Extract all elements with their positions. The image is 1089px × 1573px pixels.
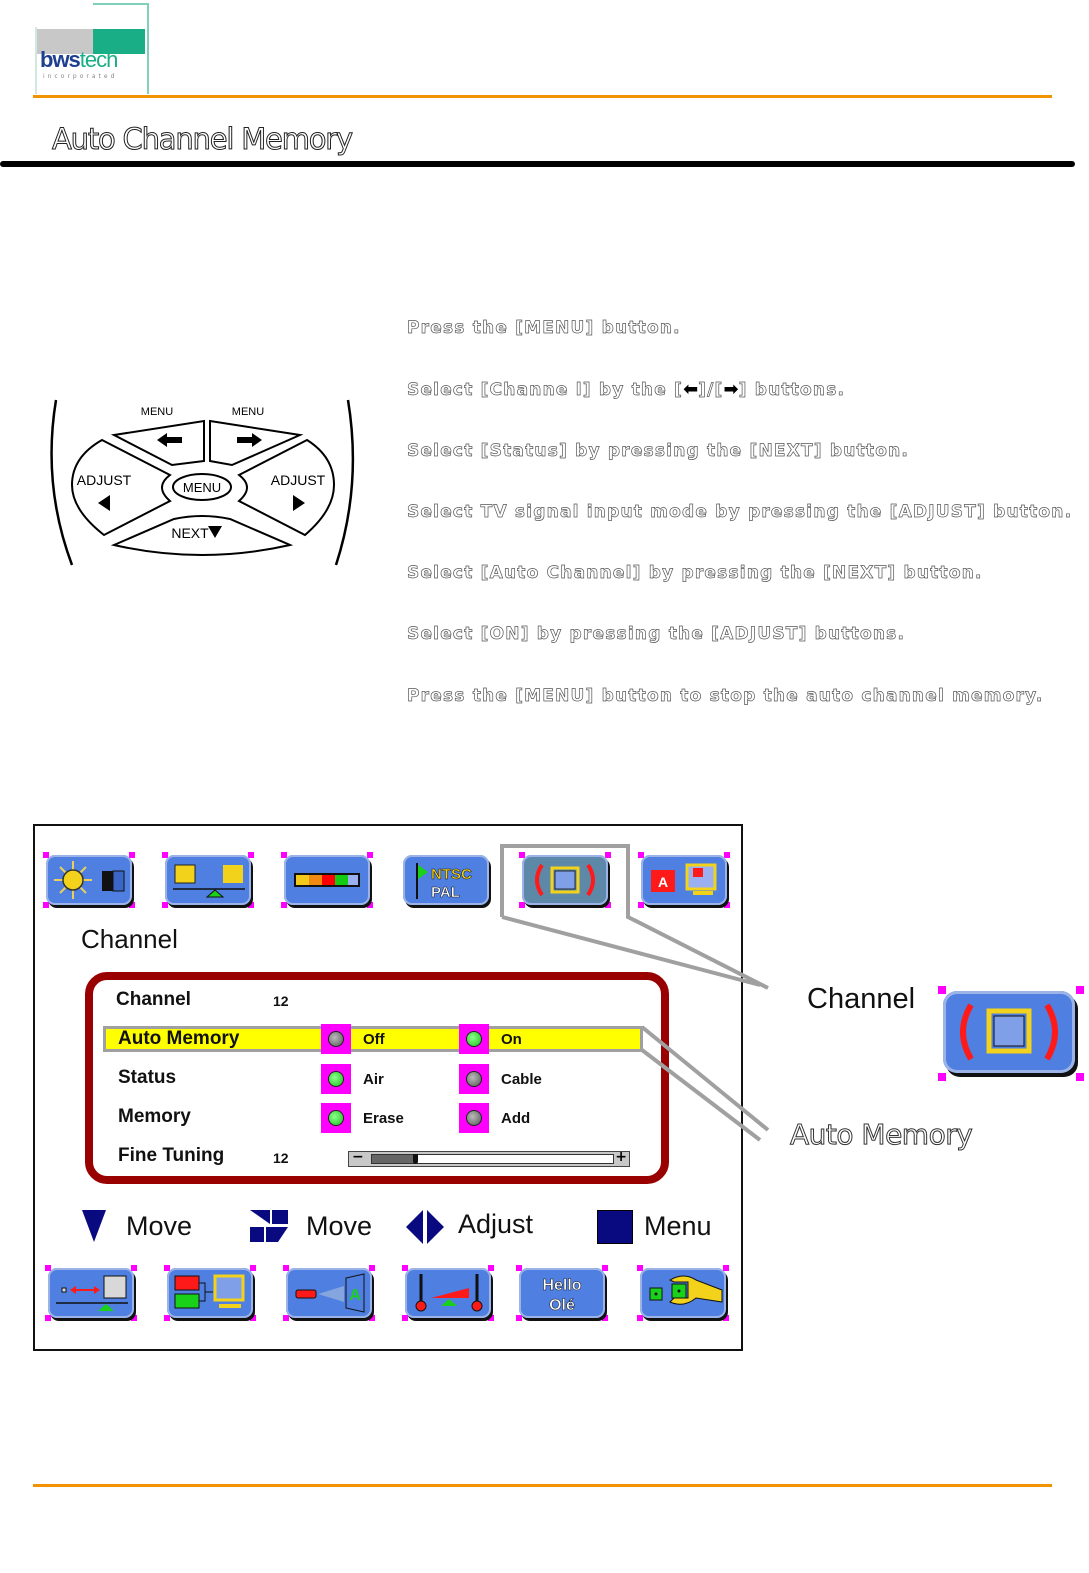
page-title: Auto Channel Memory <box>52 122 354 157</box>
option-air-label: Air <box>363 1071 384 1088</box>
step-2-text-after: ] buttons. <box>738 380 846 401</box>
step-2-text-mid: ]/[ <box>698 380 724 401</box>
picture-icon[interactable] <box>43 852 135 908</box>
diamond-adjust-icon <box>406 1210 444 1244</box>
option-off-label: Off <box>363 1031 385 1048</box>
legend-adjust-label: Adjust <box>458 1209 534 1239</box>
next-label: NEXT <box>171 525 209 541</box>
triangle-down-icon <box>82 1210 106 1242</box>
adjust-right-label: ADJUST <box>271 472 326 488</box>
logo-tagline: incorporated <box>43 73 118 80</box>
option-erase-label: Erase <box>363 1110 404 1127</box>
menu-right-button[interactable] <box>209 419 304 467</box>
step-7: Press the [MENU] button to stop the auto… <box>407 686 1044 707</box>
radio-status-cable[interactable] <box>459 1064 489 1094</box>
step-4: Select TV signal input mode by pressing … <box>407 502 1073 523</box>
channel-icon-enlarged <box>938 986 1084 1081</box>
step-1: Press the [MENU] button. <box>407 318 681 339</box>
radio-auto-memory-off[interactable] <box>321 1024 351 1054</box>
row-auto-memory-label[interactable]: Auto Memory <box>118 1028 240 1049</box>
language-icon[interactable]: Hello Olé <box>516 1265 608 1321</box>
step-2-text-before: Select [Channe l] by the [ <box>407 380 684 401</box>
highlight-bar <box>103 1026 643 1052</box>
triangle-right-icon <box>293 495 305 511</box>
svg-text:A: A <box>658 874 668 890</box>
projector-focus-icon[interactable]: A <box>283 1265 375 1321</box>
setup-wrench-icon[interactable] <box>637 1265 729 1321</box>
fine-tuning-slider[interactable]: − + <box>348 1149 630 1167</box>
menu-right-label: MENU <box>232 406 264 418</box>
company-logo: bwstech incorporated <box>35 3 149 94</box>
radio-status-air[interactable] <box>321 1064 351 1094</box>
radio-memory-add[interactable] <box>459 1103 489 1133</box>
av-input-icon[interactable] <box>164 1265 256 1321</box>
arrow-left-icon <box>157 433 182 447</box>
row-fine-tuning-label[interactable]: Fine Tuning <box>118 1145 225 1166</box>
osd-screenshot: NTSC PAL A Channel Channel 12 Auto Memor… <box>33 824 743 1351</box>
triangle-down-icon <box>208 526 222 538</box>
radio-auto-memory-on[interactable] <box>459 1024 489 1054</box>
arrow-left-icon: ⬅ <box>683 379 699 400</box>
balance-icon[interactable] <box>162 852 254 908</box>
remote-control-diagram: MENU MENU ADJUST ADJUST MENU NEXT <box>50 399 355 566</box>
arrow-right-icon <box>237 433 262 447</box>
arrow-right-icon: ➡ <box>723 379 739 400</box>
adjust-left-button[interactable]: ADJUST <box>70 438 172 537</box>
next-button[interactable]: NEXT <box>110 515 294 556</box>
adjust-right-button[interactable]: ADJUST <box>237 438 336 537</box>
callout-auto-memory-label: Auto Memory <box>789 1118 973 1152</box>
footer-divider <box>33 1484 1052 1487</box>
legend-move-label: Move <box>126 1211 193 1241</box>
ntsc-label: NTSC <box>431 866 472 883</box>
plus-icon[interactable]: + <box>615 1149 627 1165</box>
square-menu-icon <box>597 1210 633 1244</box>
radio-memory-erase[interactable] <box>321 1103 351 1133</box>
step-5: Select [Auto Channel] by pressing the [N… <box>407 563 983 584</box>
color-temp-icon[interactable] <box>402 1265 494 1321</box>
option-add-label: Add <box>501 1110 531 1127</box>
row-fine-tuning-value: 12 <box>273 1150 289 1166</box>
osd-section-title: Channel <box>81 924 178 954</box>
minus-icon[interactable]: − <box>352 1149 364 1165</box>
row-status-label[interactable]: Status <box>118 1067 177 1088</box>
move-blocks-icon <box>250 1210 288 1242</box>
menu-center-label: MENU <box>183 480 221 495</box>
option-on-label: On <box>501 1031 522 1048</box>
color-bar-icon[interactable] <box>281 852 373 908</box>
ole-label: Olé <box>549 1297 575 1314</box>
menu-left-button[interactable] <box>110 419 205 467</box>
step-2: Select [Channe l] by the [⬅]/[➡] buttons… <box>407 379 845 400</box>
pal-label: PAL <box>431 884 460 901</box>
row-channel-label: Channel <box>116 989 191 1010</box>
step-3: Select [Status] by pressing the [NEXT] b… <box>407 441 910 462</box>
callout-channel-label: Channel <box>807 983 916 1015</box>
legend-move-2-label: Move <box>306 1211 373 1241</box>
slider-fill <box>372 1155 415 1163</box>
adjust-left-label: ADJUST <box>77 472 132 488</box>
row-memory-label[interactable]: Memory <box>118 1106 191 1127</box>
hello-label: Hello <box>542 1277 581 1294</box>
slider-track[interactable] <box>371 1154 614 1164</box>
input-select-icon[interactable]: A <box>638 852 730 908</box>
step-6: Select [ON] by pressing the [ADJUST] but… <box>407 624 906 645</box>
remote-body-left-edge <box>50 399 74 566</box>
legend-menu-label: Menu <box>644 1211 712 1241</box>
logo-word-primary: bws <box>40 47 81 72</box>
remote-body-right-edge <box>334 399 355 566</box>
ntsc-pal-icon[interactable]: NTSC PAL <box>400 852 492 908</box>
title-underline <box>0 161 1075 167</box>
menu-center-button[interactable]: MENU <box>172 473 232 501</box>
channel-icon[interactable] <box>519 852 611 908</box>
svg-text:A: A <box>349 1287 361 1304</box>
menu-left-label: MENU <box>141 406 173 418</box>
triangle-left-icon <box>98 495 110 511</box>
header-divider <box>33 95 1052 98</box>
row-channel-value: 12 <box>273 993 289 1009</box>
slider-thumb[interactable] <box>413 1154 418 1164</box>
logo-word-secondary: tech <box>79 47 119 72</box>
option-cable-label: Cable <box>501 1071 542 1088</box>
position-icon[interactable] <box>45 1265 137 1321</box>
